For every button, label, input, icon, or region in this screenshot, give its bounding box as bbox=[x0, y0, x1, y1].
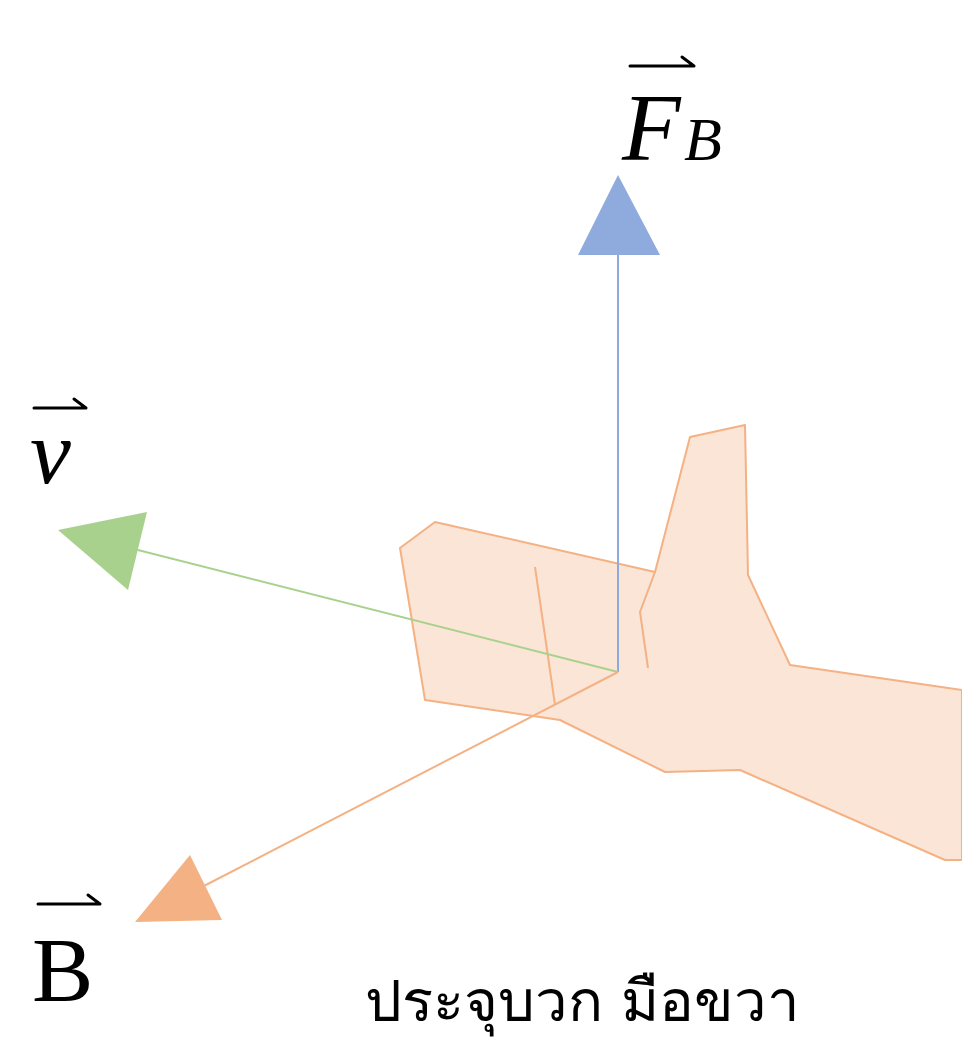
force-symbol: F bbox=[622, 80, 681, 176]
force-subscript: B bbox=[684, 108, 722, 170]
thumb-line bbox=[640, 572, 655, 668]
field-vector bbox=[135, 672, 618, 922]
vector-overarrows bbox=[34, 57, 694, 904]
field-symbol: B bbox=[32, 924, 93, 1016]
right-hand bbox=[400, 425, 962, 860]
caption-note: ประจุบวก มือขวา bbox=[365, 972, 800, 1030]
finger-line bbox=[535, 567, 555, 705]
hand-outline bbox=[400, 425, 962, 860]
overarrow bbox=[38, 895, 100, 904]
velocity-symbol: v bbox=[30, 406, 71, 498]
overarrow bbox=[630, 57, 694, 66]
force-vector bbox=[578, 175, 660, 672]
velocity-vector bbox=[58, 512, 618, 672]
